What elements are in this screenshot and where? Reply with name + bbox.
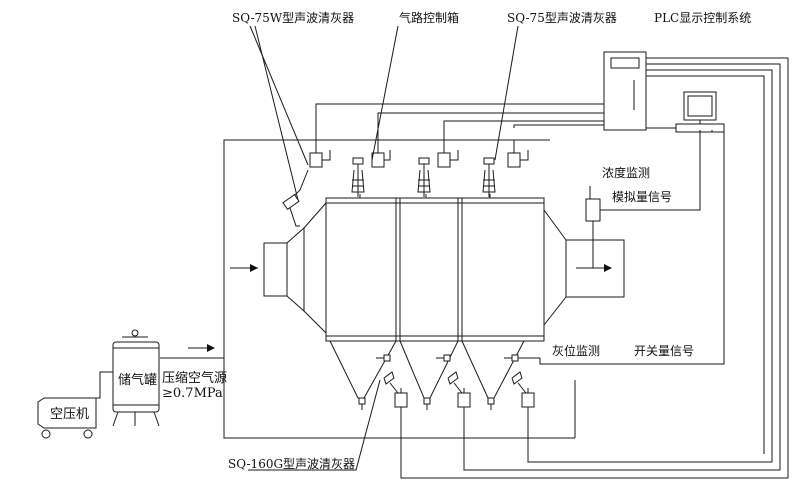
label-analog-signal: 模拟量信号 [612,190,672,204]
label-pressure: ≥0.7MPa [162,386,223,401]
inlet-duct [230,202,327,334]
air-source [37,329,224,439]
label-compressed-air: 压缩空气源 [162,370,227,386]
label-gas-control-box: 气路控制箱 [399,10,459,25]
top-sonic-cleaners [282,157,496,227]
outlet-duct [543,209,625,326]
label-concentration: 浓度监测 [602,165,650,180]
label-compressor: 空压机 [50,407,89,422]
air-pipe-frame [223,139,576,439]
dust-collector-housing [325,194,545,342]
label-plc: PLC显示控制系统 [654,11,751,25]
level-sensors [376,354,540,362]
concentration-monitor [585,130,701,268]
leader-lines [248,25,591,471]
bottom-sonic-cleaners [383,371,535,438]
label-sq160g: SQ-160G型声波清灰器 [228,457,355,471]
hoppers [329,340,525,410]
label-sq75: SQ-75型声波清灰器 [507,11,617,25]
switch-signal-wiring [539,130,725,365]
label-tank: 储气罐 [118,372,157,388]
label-switch-signal: 开关量信号 [634,344,694,358]
gas-control-boxes [309,103,600,168]
label-level-monitor: 灰位监测 [552,343,600,358]
plc-system [400,51,789,479]
label-sq75w: SQ-75W型声波清灰器 [232,11,354,25]
